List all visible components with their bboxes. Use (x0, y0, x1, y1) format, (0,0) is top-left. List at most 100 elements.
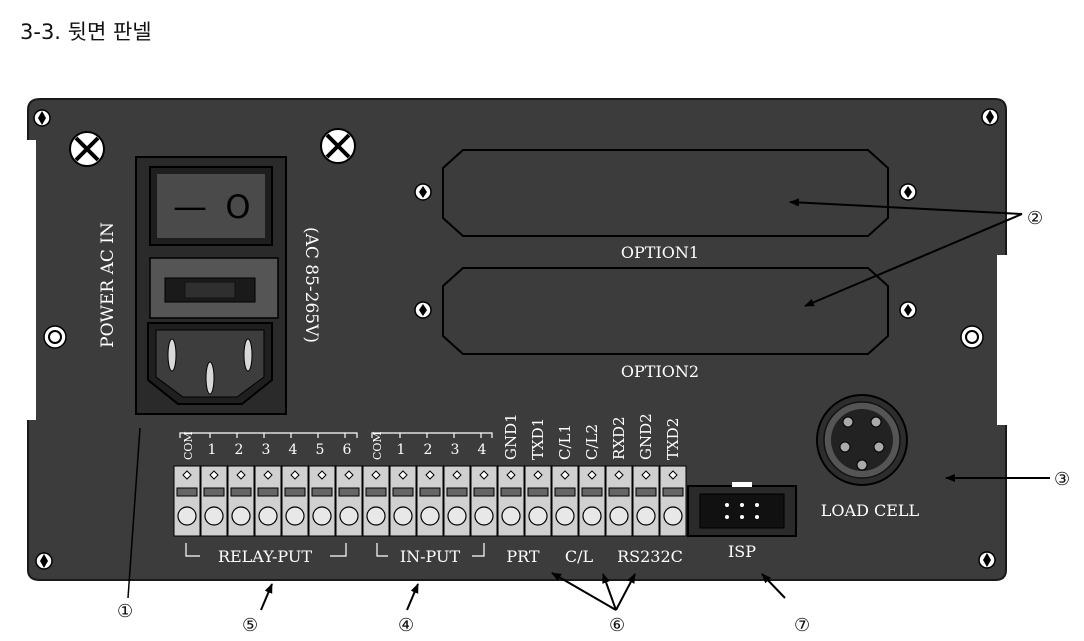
power-switch[interactable]: — O (149, 166, 273, 246)
terminal-label: 1 (397, 442, 406, 458)
terminal-19[interactable] (659, 465, 687, 537)
callout-arrow (260, 583, 273, 611)
side-screw-icon (960, 325, 984, 349)
corner-screw-icon (33, 109, 51, 127)
connector-pin-icon (870, 416, 882, 428)
terminal-slot (176, 487, 198, 497)
terminal-slot (554, 487, 576, 497)
terminal-label: C/L2 (583, 424, 601, 460)
terminal-9[interactable] (389, 465, 417, 537)
option-screw-icon (899, 183, 917, 201)
terminal-12[interactable] (470, 465, 498, 537)
ac-inlet-socket[interactable] (147, 322, 273, 405)
terminal-8[interactable] (362, 465, 390, 537)
callout-5: ⑤ (242, 615, 258, 636)
terminal-slot (635, 487, 657, 497)
release-lever-icon (668, 470, 678, 480)
callout-arrow (406, 583, 419, 611)
callout-6: ⑥ (609, 615, 625, 636)
callout-arrow (602, 573, 617, 611)
ac-pin-icon (167, 338, 177, 372)
load-cell-connector[interactable] (816, 394, 908, 486)
terminal-label: 3 (451, 442, 460, 458)
terminal-7[interactable] (335, 465, 363, 537)
terminal-label: 3 (262, 442, 271, 458)
connector-pin-icon (839, 441, 851, 453)
terminal-5[interactable] (281, 465, 309, 537)
option2-label: OPTION2 (621, 362, 699, 381)
callout-arrow (551, 572, 617, 611)
switch-off-symbol: O (225, 188, 250, 226)
wire-hole-icon (204, 506, 224, 526)
terminal-3[interactable] (227, 465, 255, 537)
wire-hole-icon (582, 506, 602, 526)
terminal-label: COM (182, 431, 195, 460)
power-inlet-module[interactable]: — O (135, 156, 287, 415)
release-lever-icon (587, 470, 597, 480)
wire-hole-icon (231, 506, 251, 526)
power-ac-in-label: POWER AC IN (98, 222, 118, 348)
isp-connector[interactable] (687, 482, 797, 537)
wire-hole-icon (609, 506, 629, 526)
fuse-holder[interactable] (149, 257, 279, 319)
terminal-18[interactable] (632, 465, 660, 537)
terminal-slot (500, 487, 522, 497)
terminal-15[interactable] (551, 465, 579, 537)
wire-hole-icon (177, 506, 197, 526)
wire-hole-icon (636, 506, 656, 526)
callout-arrow (615, 573, 636, 611)
release-lever-icon (614, 470, 624, 480)
wire-hole-icon (447, 506, 467, 526)
in-put-label: IN-PUT (400, 547, 461, 566)
panel-notch-right (997, 255, 1009, 425)
option2-slot[interactable] (442, 267, 889, 355)
callout-7: ⑦ (794, 615, 810, 636)
input-bracket-bottom (376, 543, 485, 557)
terminal-2[interactable] (200, 465, 228, 537)
terminal-4[interactable] (254, 465, 282, 537)
corner-screw-icon (35, 552, 53, 570)
wire-hole-icon (258, 506, 278, 526)
release-lever-icon (479, 470, 489, 480)
terminal-label: TXD1 (529, 418, 547, 460)
wire-hole-icon (528, 506, 548, 526)
terminal-slot (338, 487, 360, 497)
terminal-label: COM (371, 431, 384, 460)
terminal-10[interactable] (416, 465, 444, 537)
rs232c-label: RS232C (617, 547, 683, 566)
terminal-6[interactable] (308, 465, 336, 537)
option1-slot[interactable] (442, 149, 889, 237)
callout-3: ③ (1054, 469, 1070, 490)
terminal-13[interactable] (497, 465, 525, 537)
wire-hole-icon (312, 506, 332, 526)
release-lever-icon (425, 470, 435, 480)
terminal-block[interactable] (173, 465, 687, 537)
wire-hole-icon (366, 506, 386, 526)
callout-4: ④ (398, 615, 414, 636)
terminal-slot (392, 487, 414, 497)
release-lever-icon (344, 470, 354, 480)
terminal-slot (203, 487, 225, 497)
terminal-17[interactable] (605, 465, 633, 537)
load-cell-label: LOAD CELL (821, 501, 920, 520)
release-lever-icon (263, 470, 273, 480)
callout-arrow (761, 573, 786, 599)
terminal-slot (365, 487, 387, 497)
terminal-1[interactable] (173, 465, 201, 537)
release-lever-icon (560, 470, 570, 480)
terminal-16[interactable] (578, 465, 606, 537)
relay-bracket-top (179, 432, 358, 438)
wire-hole-icon (420, 506, 440, 526)
terminal-label: GND1 (502, 413, 520, 460)
release-lever-icon (317, 470, 327, 480)
terminal-11[interactable] (443, 465, 471, 537)
wire-hole-icon (501, 506, 521, 526)
input-bracket-top (371, 432, 493, 438)
terminal-slot (230, 487, 252, 497)
wire-hole-icon (393, 506, 413, 526)
terminal-slot (311, 487, 333, 497)
release-lever-icon (506, 470, 516, 480)
page-title: 3-3. 뒷면 판넬 (20, 20, 152, 44)
terminal-14[interactable] (524, 465, 552, 537)
